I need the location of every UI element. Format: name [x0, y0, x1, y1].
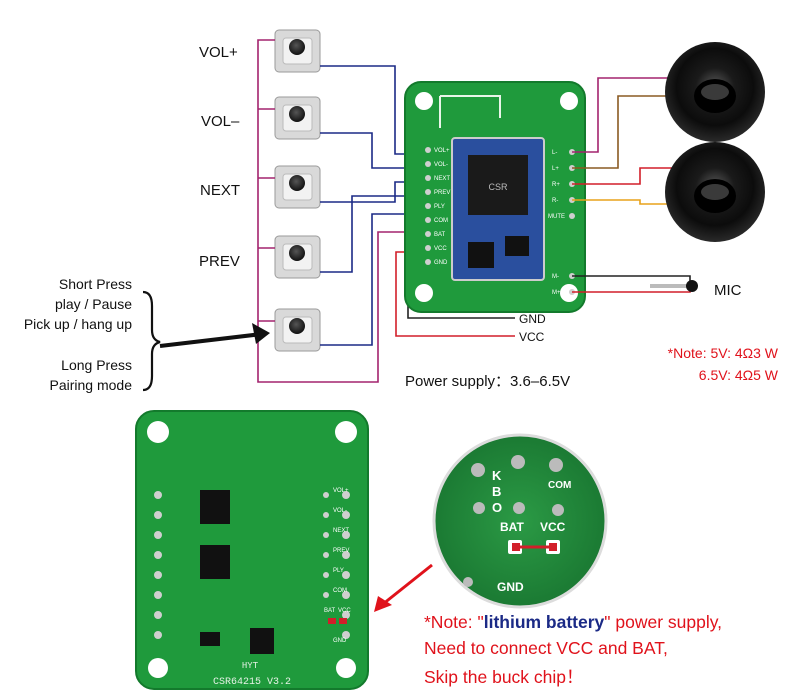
back-pin: VOL+ [333, 488, 349, 494]
long-press-action: Pairing mode [49, 377, 133, 393]
vol-minus-label: VOL– [201, 113, 240, 130]
pin-right: L- [552, 150, 557, 156]
pin-right: L+ [552, 166, 559, 172]
speaker-left [665, 42, 765, 142]
prev-label: PREV [199, 253, 240, 270]
button-vol-minus [274, 96, 321, 140]
zoom-com-label: COM [548, 480, 571, 491]
note-battery-prefix: *Note: " [424, 612, 484, 632]
bluetooth-module: CSR [404, 81, 586, 313]
zoom-vcc-label: VCC [540, 520, 566, 534]
board-maker: HYT [242, 661, 259, 671]
back-pin: VCC [338, 608, 351, 614]
power-supply-label: Power supply：3.6–6.5V [405, 373, 571, 390]
zoom-bat-label: BAT [500, 520, 524, 534]
gnd-label: GND [519, 312, 546, 326]
wires-signal [320, 65, 420, 346]
pin-left: COM [434, 218, 448, 224]
back-pin: BAT [324, 608, 336, 614]
brace-icon [142, 290, 161, 392]
button-multifunction [274, 308, 321, 352]
board-back [135, 410, 369, 690]
back-pin-labels: VOL+ VOL- NEXT PREV PLY COM BAT VCC GND [324, 488, 351, 644]
back-pin: PREV [333, 548, 349, 554]
multi-button-arrow [159, 323, 270, 348]
pin-left: PLY [434, 204, 445, 210]
short-press-label: Short Press [58, 276, 132, 292]
zoom-letter: O [492, 500, 502, 515]
pin-right: M+ [552, 290, 561, 296]
back-pin: COM [333, 588, 347, 594]
pin-left: VOL+ [434, 148, 450, 154]
pin-left: GND [434, 260, 448, 266]
wires-common [257, 39, 415, 383]
note-speakers-2: 6.5V: 4Ω5 W [698, 367, 778, 383]
long-press-label: Long Press [61, 357, 132, 373]
back-pin: PLY [333, 568, 344, 574]
pin-left: NEXT [434, 176, 450, 182]
module-pin-labels: VOL+ VOL- NEXT PREV PLY COM BAT VCC GND … [434, 148, 565, 296]
button-vol-plus [274, 29, 321, 73]
button-next [274, 165, 321, 209]
pin-left: VOL- [434, 162, 448, 168]
pin-right: R+ [552, 182, 560, 188]
vol-plus-label: VOL+ [199, 44, 238, 61]
battery-arrow [374, 563, 433, 612]
zoom-letter: B [492, 484, 501, 499]
zoom-detail [432, 433, 608, 609]
pin-left: BAT [434, 232, 446, 238]
note-battery-3: Skip the buck chip！ [424, 667, 584, 687]
svg-text:CSR: CSR [488, 182, 508, 192]
short-press-action-1: play / Pause [54, 296, 132, 312]
short-press-action-2: Pick up / hang up [23, 316, 132, 332]
pin-right: R- [552, 198, 558, 204]
pin-right: M- [552, 274, 559, 280]
pin-right: MUTE [548, 214, 565, 220]
note-battery-1: *Note: "lithium battery" power supply, [424, 612, 722, 633]
microphone [650, 280, 698, 292]
speaker-right [665, 142, 765, 242]
zoom-letter: K [492, 468, 502, 483]
note-battery-2: Need to connect VCC and BAT, [424, 638, 668, 658]
next-label: NEXT [200, 182, 241, 199]
button-prev [274, 235, 321, 279]
vcc-label: VCC [519, 330, 545, 344]
board-model: CSR64215 V3.2 [213, 677, 291, 688]
back-pin: VOL- [333, 508, 347, 514]
zoom-gnd-label: GND [497, 580, 524, 594]
back-pin: NEXT [333, 528, 349, 534]
back-pin: GND [333, 638, 347, 644]
pin-left: PREV [434, 190, 450, 196]
note-battery-suffix: " power supply, [604, 612, 723, 632]
note-speakers-1: *Note: 5V: 4Ω3 W [667, 345, 778, 361]
note-battery-highlight: lithium battery [483, 612, 605, 632]
mic-label: MIC [714, 282, 742, 299]
pin-left: VCC [434, 246, 447, 252]
